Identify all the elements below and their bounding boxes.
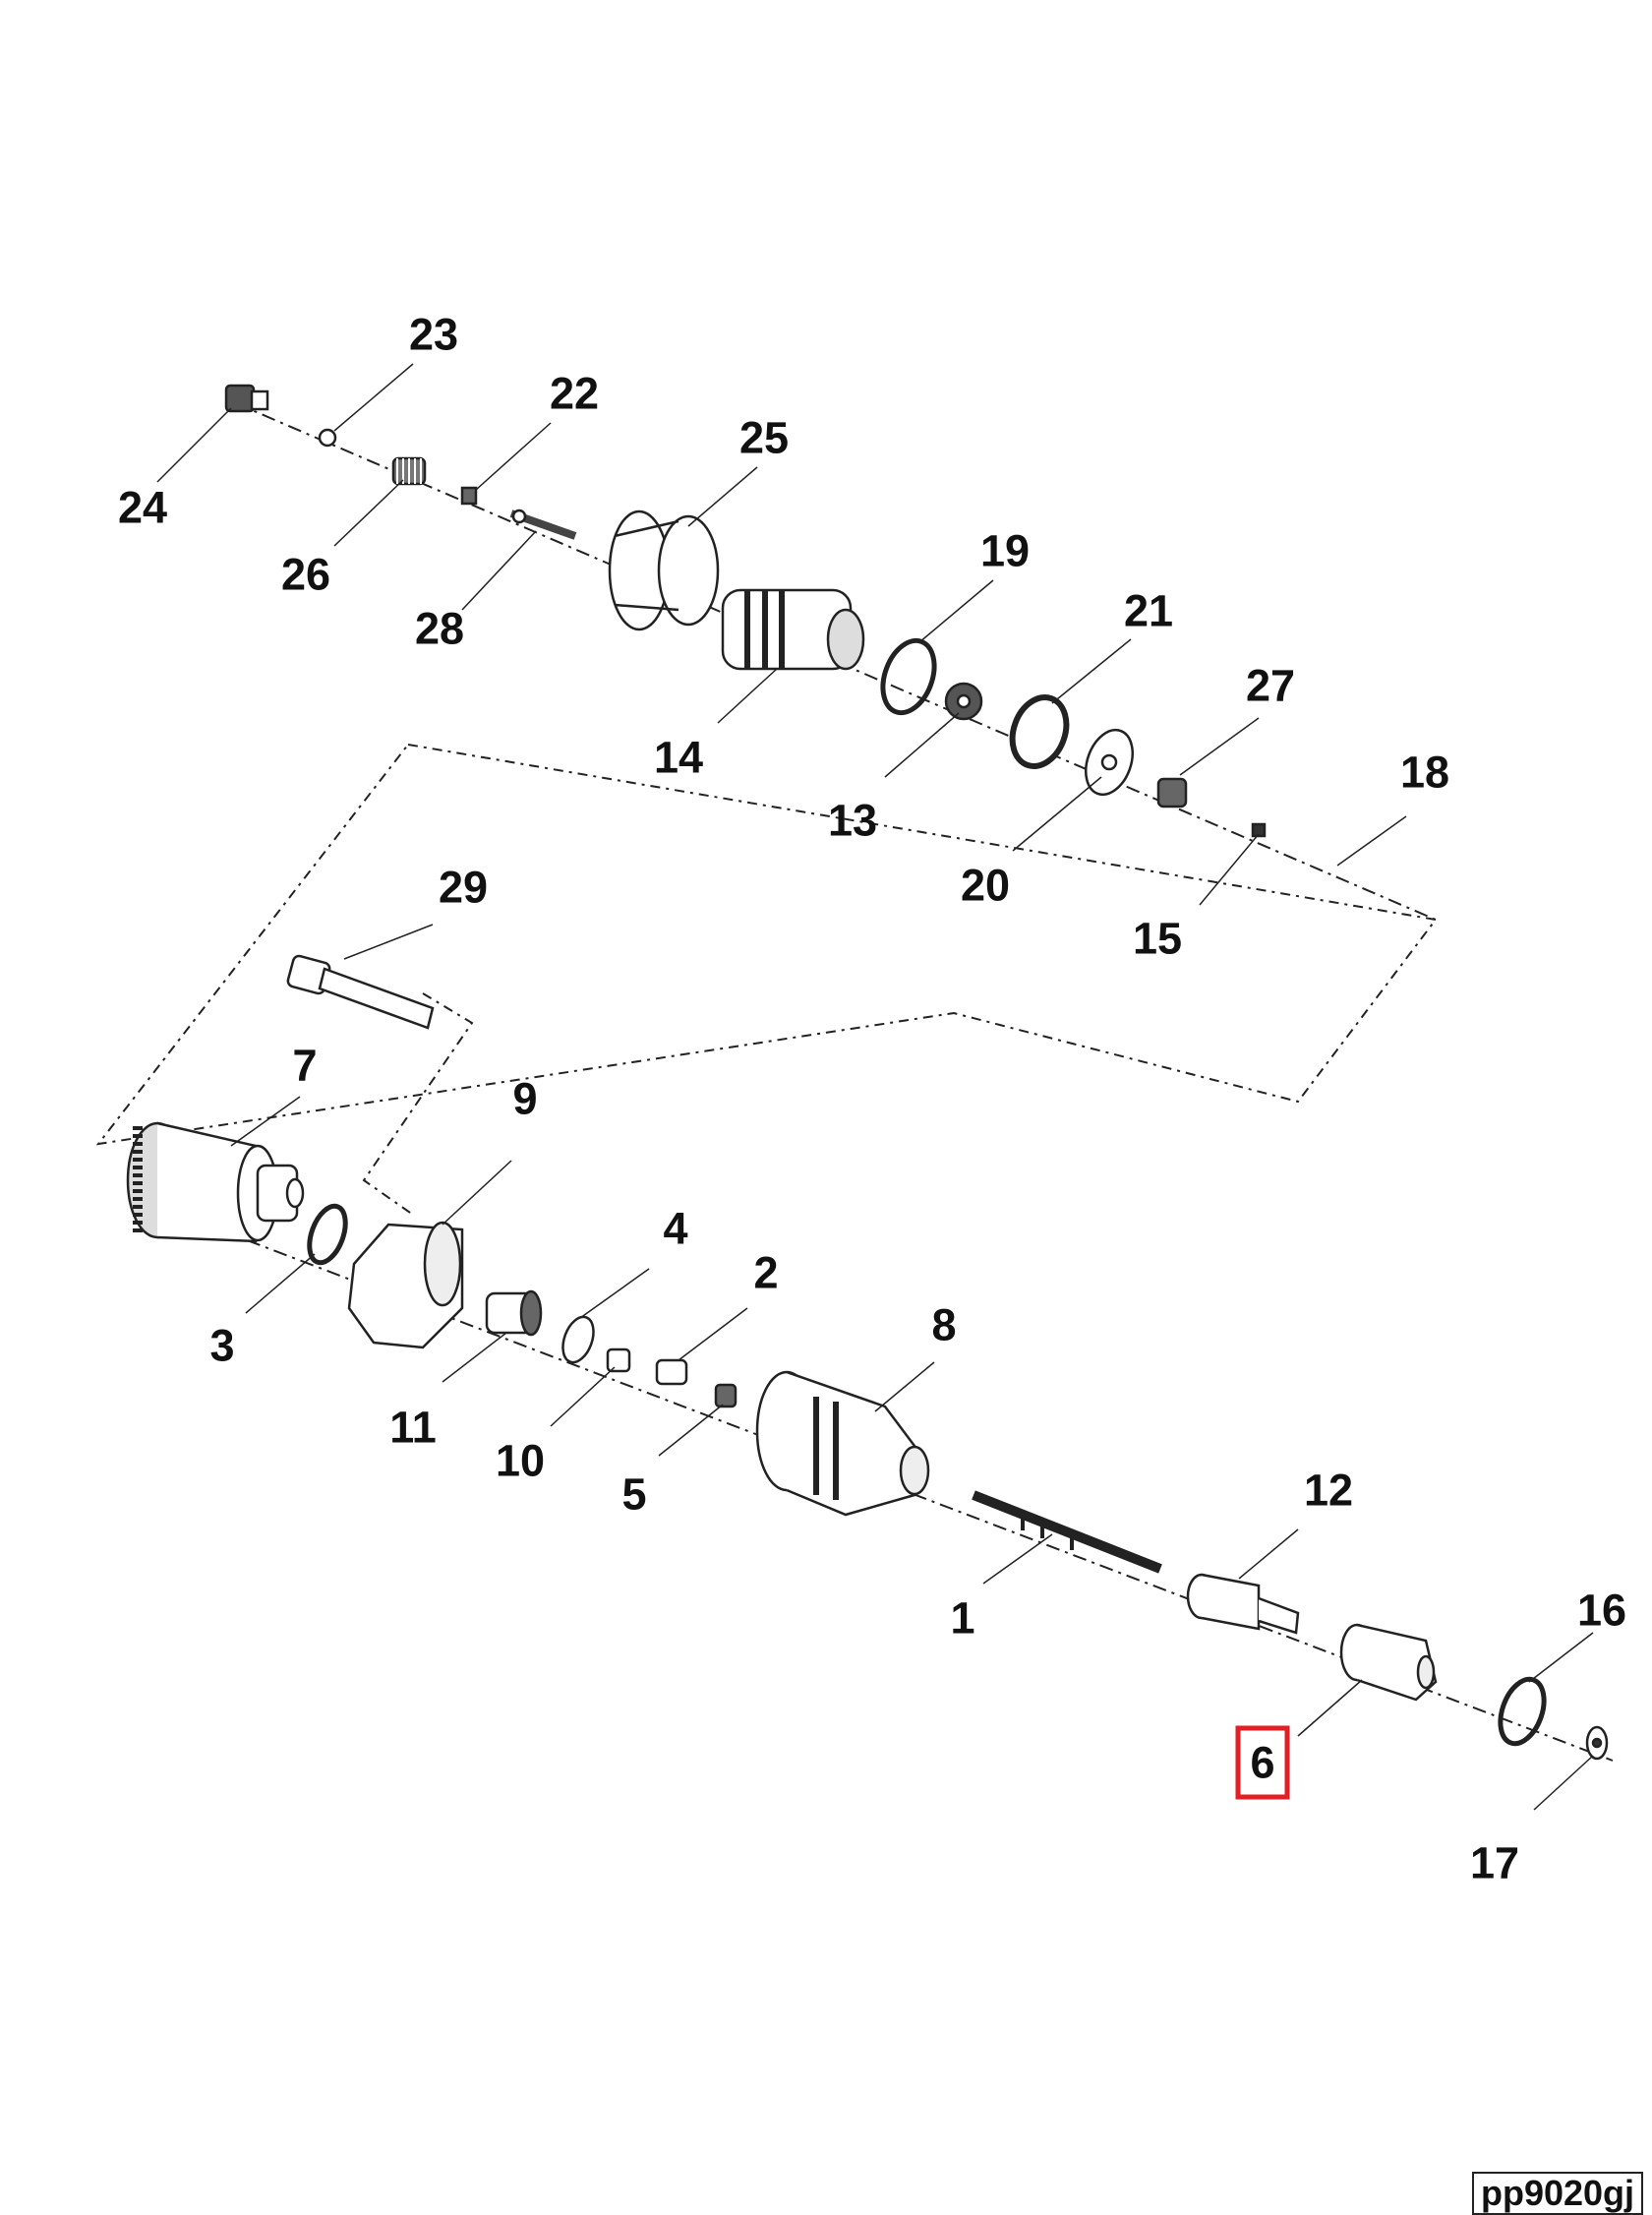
part-15-pin — [1251, 822, 1267, 838]
leader-19 — [918, 579, 994, 643]
part-26-spring — [391, 456, 427, 486]
leader-7 — [230, 1096, 301, 1147]
leader-13 — [884, 712, 960, 778]
leader-20 — [1012, 776, 1102, 852]
frame-outline — [95, 743, 1438, 1146]
leader-29 — [343, 924, 434, 960]
leader-12 — [1238, 1528, 1299, 1580]
part-label-12: 12 — [1303, 1465, 1354, 1516]
part-6-nut — [1339, 1623, 1438, 1702]
leader-4 — [579, 1268, 650, 1319]
part-label-18: 18 — [1399, 747, 1450, 798]
part-label-26: 26 — [280, 549, 331, 600]
leader-21 — [1051, 638, 1132, 704]
leader-17 — [1533, 1755, 1594, 1811]
leader-11 — [442, 1332, 507, 1383]
part-label-25: 25 — [738, 412, 790, 463]
part-label-5: 5 — [621, 1468, 647, 1520]
leader-10 — [550, 1366, 616, 1427]
part-label-15: 15 — [1132, 913, 1183, 964]
part-label-8: 8 — [931, 1299, 957, 1350]
part-29-bolt — [286, 954, 435, 1030]
part-label-22: 22 — [549, 368, 600, 419]
leader-3 — [245, 1253, 316, 1314]
part-16-o-ring — [1498, 1676, 1547, 1747]
part-label-1: 1 — [950, 1592, 975, 1644]
part-28-pin — [509, 509, 577, 540]
part-2-sleeve — [655, 1358, 688, 1386]
part-label-19: 19 — [979, 525, 1031, 576]
part-label-21: 21 — [1123, 585, 1174, 636]
upper-axis-line — [235, 402, 1437, 921]
part-label-3: 3 — [209, 1320, 235, 1371]
part-label-13: 13 — [827, 795, 878, 846]
part-24-fitting — [224, 384, 269, 413]
part-8-nozzle-body — [755, 1370, 930, 1517]
leader-28 — [461, 530, 537, 611]
part-10-plug — [606, 1347, 631, 1373]
part-label-29: 29 — [438, 862, 489, 913]
leader-9 — [442, 1160, 512, 1226]
part-label-6-highlighted: 6 — [1235, 1725, 1290, 1800]
part-1-needle — [972, 1490, 1162, 1574]
leader-27 — [1179, 717, 1260, 776]
part-label-16: 16 — [1576, 1585, 1627, 1636]
figure-code-badge: pp9020gj — [1472, 2172, 1643, 2215]
part-22-nut — [460, 486, 478, 506]
part-label-14: 14 — [653, 732, 704, 783]
part-4-washer — [561, 1315, 595, 1364]
part-12-piston — [1186, 1573, 1300, 1635]
leader-1 — [982, 1533, 1053, 1585]
part-label-28: 28 — [414, 603, 465, 654]
leader-2 — [678, 1307, 748, 1361]
part-5-spring — [714, 1383, 738, 1408]
leader-25 — [687, 466, 758, 527]
leader-5 — [658, 1404, 724, 1457]
leader-8 — [874, 1361, 935, 1412]
leader-26 — [333, 479, 404, 547]
part-label-10: 10 — [495, 1435, 546, 1486]
part-11-cap — [485, 1289, 543, 1337]
part-23-ball — [318, 428, 337, 448]
part-label-2: 2 — [753, 1247, 779, 1298]
part-19-o-ring — [880, 637, 937, 716]
part-3-o-ring — [307, 1203, 348, 1266]
part-13-plate — [944, 682, 983, 721]
part-27-spring — [1156, 777, 1188, 808]
part-7-housing — [126, 1121, 305, 1243]
part-label-20: 20 — [960, 860, 1011, 911]
part-20-washer — [1085, 728, 1134, 797]
leader-24 — [156, 407, 232, 483]
part-9-bracket — [347, 1221, 464, 1349]
leader-14 — [717, 668, 778, 724]
leader-6 — [1297, 1679, 1363, 1737]
part-17-washer — [1585, 1725, 1609, 1761]
part-label-7: 7 — [292, 1040, 318, 1091]
leader-15 — [1199, 833, 1260, 906]
leader-18 — [1336, 815, 1407, 867]
part-label-4: 4 — [663, 1203, 688, 1254]
leader-23 — [333, 363, 414, 432]
part-label-17: 17 — [1469, 1837, 1520, 1888]
part-label-24: 24 — [117, 482, 168, 533]
leader-22 — [475, 422, 552, 491]
part-label-23: 23 — [408, 309, 459, 360]
part-label-11: 11 — [389, 1402, 437, 1453]
bolt-guide-line — [362, 992, 474, 1216]
part-21-ring — [1009, 694, 1070, 769]
part-14-valve-body — [721, 588, 865, 671]
part-label-9: 9 — [512, 1073, 538, 1124]
part-25-sleeve — [608, 509, 720, 631]
leader-16 — [1528, 1632, 1594, 1683]
part-label-27: 27 — [1245, 660, 1296, 711]
